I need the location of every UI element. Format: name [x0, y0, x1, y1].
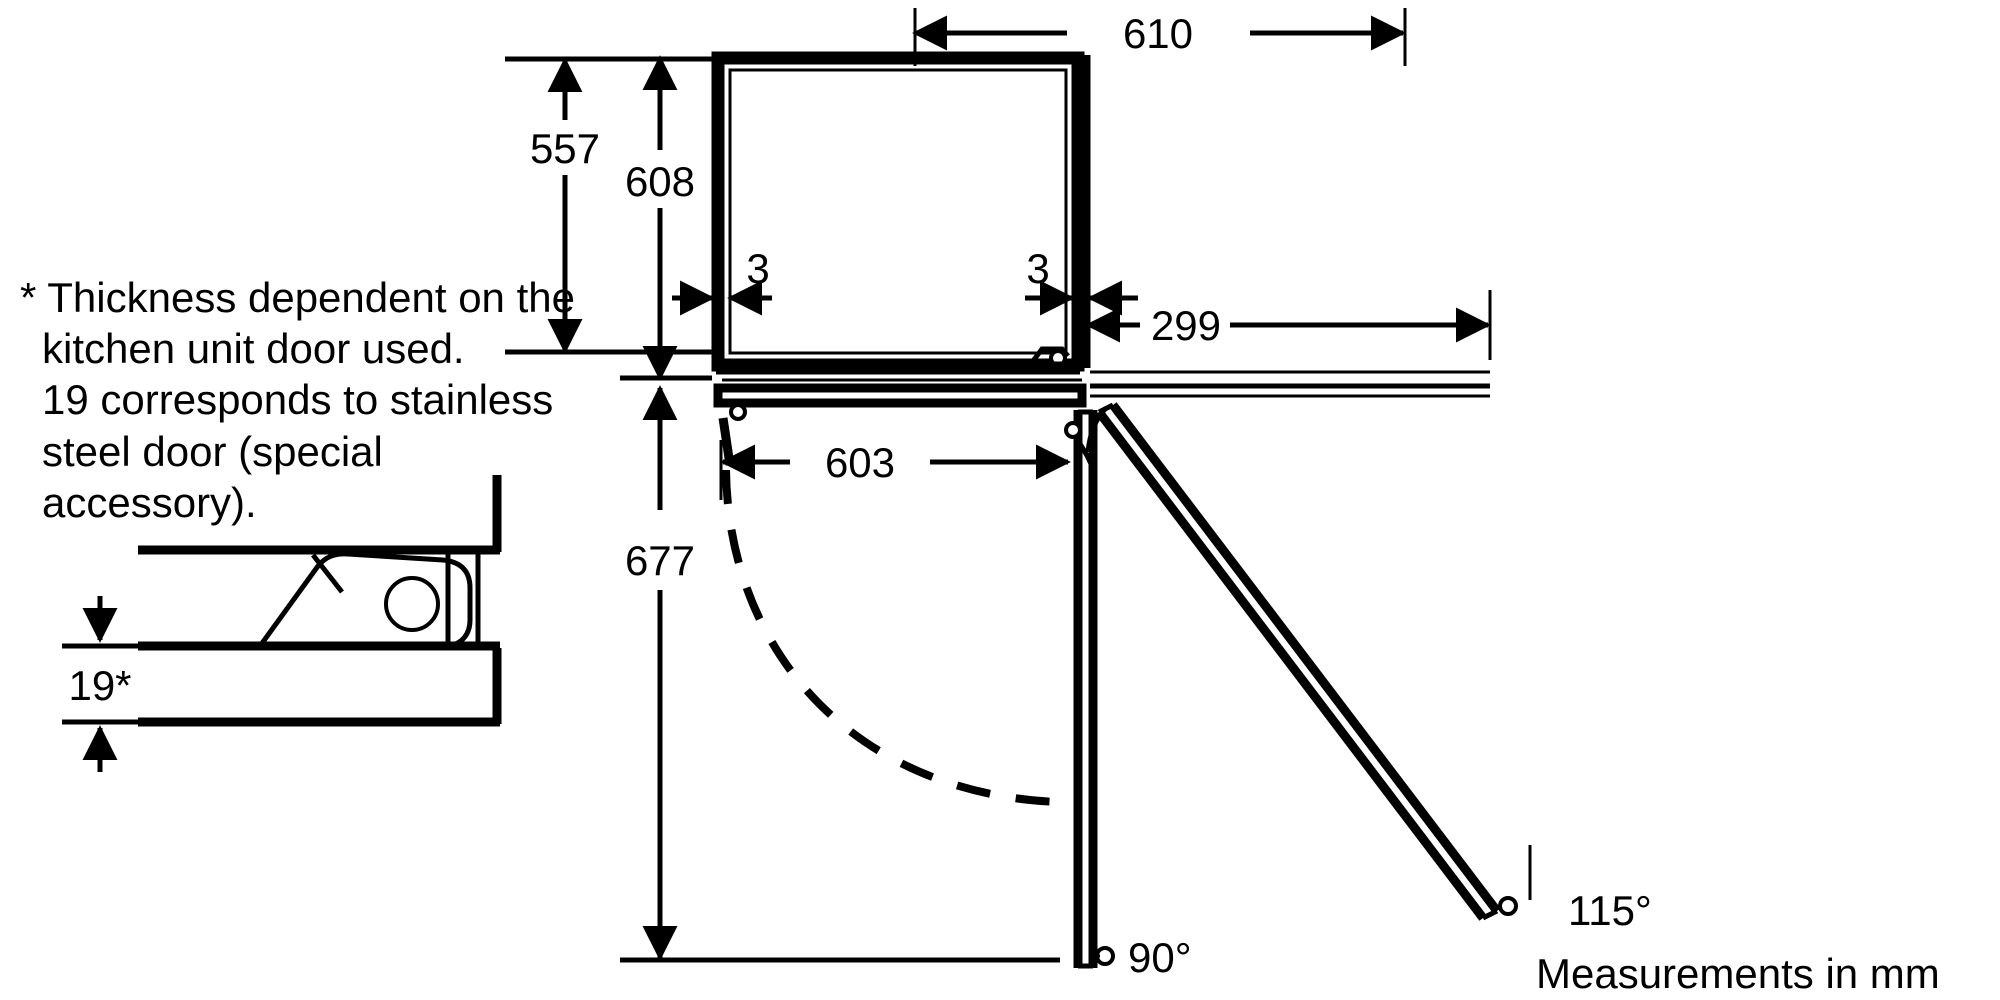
dimension-label-gap-right: 3 [1026, 245, 1049, 292]
dimension-label-608: 608 [625, 158, 695, 205]
dimension-label-610: 610 [1123, 10, 1193, 57]
dimension-label-677: 677 [625, 537, 695, 584]
dimension-label-19: 19* [68, 662, 131, 709]
angle-label-115: 115° [1568, 887, 1652, 934]
door-leaf-left-edge [718, 417, 735, 466]
footnote-line-4: steel door (special accessory). [42, 427, 383, 526]
dimension-label-299: 299 [1151, 302, 1221, 349]
dimension-gap-right-3: 3 [1025, 245, 1138, 316]
door-panel-90deg [1073, 409, 1115, 969]
appliance-front-frame [711, 51, 1091, 372]
footnote-line-2: kitchen unit door used. [42, 325, 465, 373]
dimension-width-610: 610 [912, 8, 1407, 66]
dimension-depth-299: 299 [1085, 290, 1492, 360]
door-swing-arc [722, 469, 1066, 806]
hinge-bracket-right [1064, 421, 1095, 467]
footnote-line-1: * Thickness dependent on the [20, 274, 575, 321]
dimension-height-557: 557 [530, 57, 600, 354]
dimension-label-557: 557 [530, 125, 600, 172]
dimension-label-gap-left: 3 [746, 245, 769, 292]
angle-label-90: 90° [1128, 934, 1192, 981]
dimension-height-677: 677 [620, 375, 1060, 963]
footnote-line-3: 19 corresponds to stainless [42, 376, 554, 424]
units-note: Measurements in mm [1536, 950, 1940, 997]
detail-door-thickness: 19* [62, 475, 502, 772]
dimension-depth-603: 603 [719, 439, 1071, 500]
appliance-base-panels [713, 361, 1490, 408]
dimension-label-603-value: 603 [825, 439, 895, 486]
dimension-gap-left-3: 3 [672, 245, 772, 316]
dimension-height-608: 608 [625, 55, 695, 381]
hinge-pin-left [729, 400, 747, 421]
footnote-block: * Thickness dependent on the kitchen uni… [20, 272, 580, 528]
door-panel-115deg [1085, 402, 1518, 921]
